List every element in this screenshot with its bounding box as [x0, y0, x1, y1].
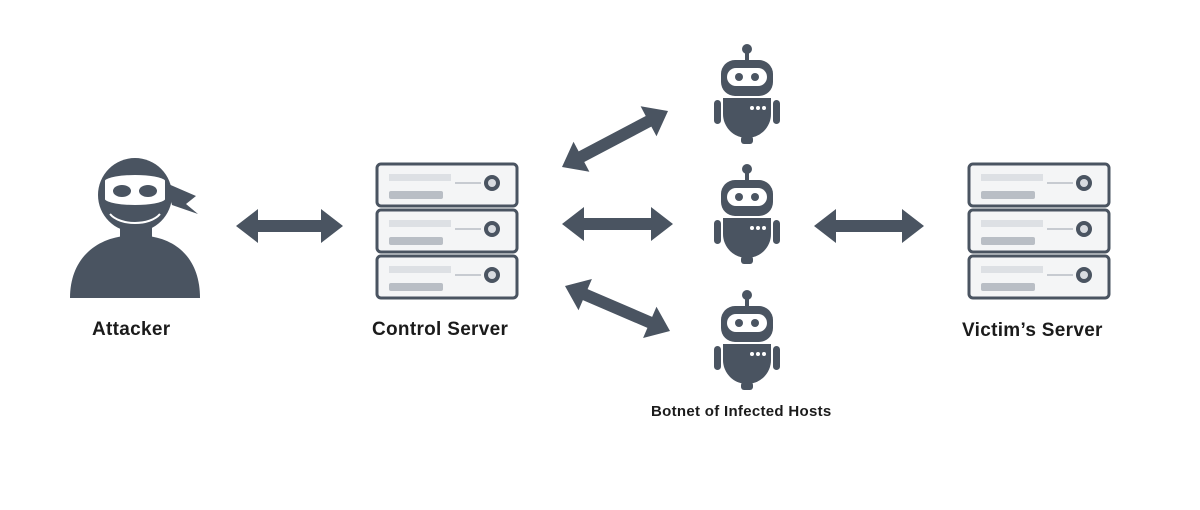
botnet-label: Botnet of Infected Hosts [651, 403, 832, 420]
control-server-label: Control Server [372, 319, 509, 340]
robot-icon [712, 42, 782, 146]
robot-icon [712, 162, 782, 266]
victim-server-icon [969, 164, 1109, 298]
connection-arrows [236, 106, 924, 338]
arrow-control-server-to-bot-2 [562, 207, 673, 241]
victim-server-label: Victim’s Server [962, 320, 1103, 341]
attacker-label: Attacker [92, 319, 171, 340]
robot-icon [712, 288, 782, 392]
arrow-bot-2-to-victim-server [814, 209, 924, 243]
arrow-attacker-to-control-server [236, 209, 343, 243]
arrow-control-server-to-bot-3 [565, 279, 671, 338]
arrow-control-server-to-bot-1 [562, 106, 668, 172]
masked-person-icon [70, 158, 200, 298]
control-server-icon [377, 164, 517, 298]
